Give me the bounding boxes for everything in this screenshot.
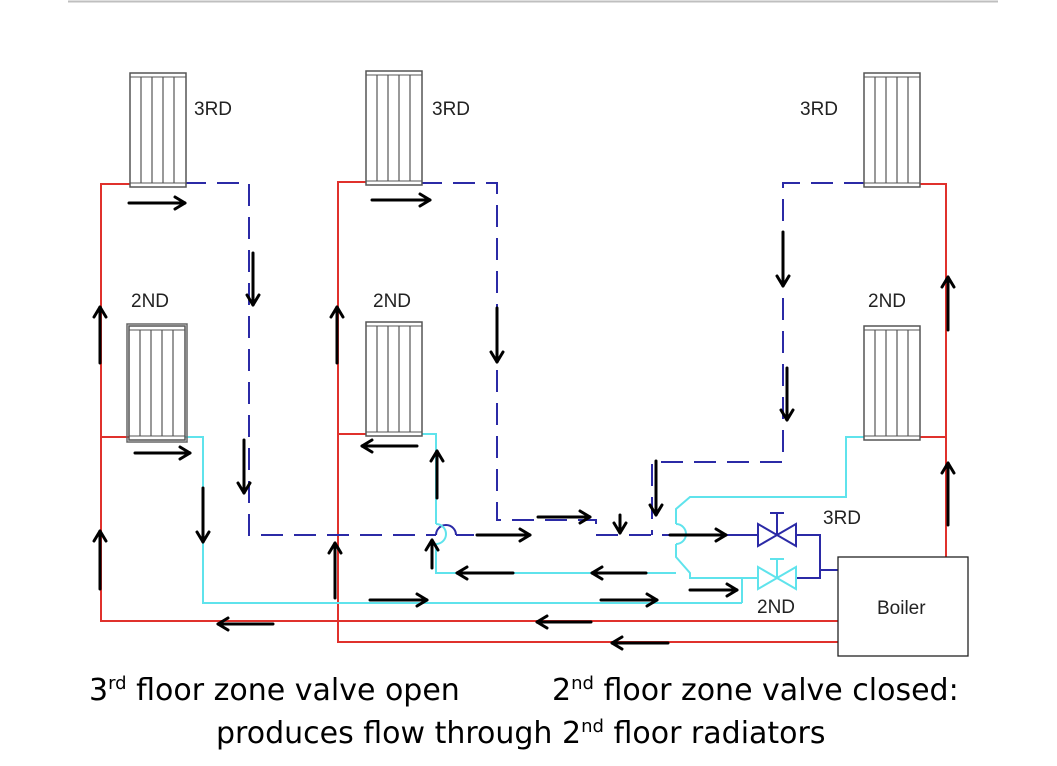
flow-arrow-head [612, 521, 628, 535]
radiator-2nd-left-highlight [126, 323, 188, 443]
flow-arrow-head [645, 592, 659, 608]
zone-valve-3rd [757, 512, 797, 548]
label-valve-3rd: 3RD [823, 508, 861, 529]
caption-third-floor-valve-open: 3rd floor zone valve open [89, 673, 460, 708]
supply-pipes [100, 181, 947, 643]
flow-arrow-head [455, 565, 469, 581]
label-2nd-middle: 2ND [373, 291, 411, 312]
flow-arrow-head [327, 541, 343, 555]
label-2nd-right: 2ND [868, 291, 906, 312]
radiator-2nd-left [128, 325, 186, 441]
label-3rd-middle: 3RD [432, 99, 470, 120]
flow-arrow-head [236, 481, 252, 495]
flow-arrow-head [779, 408, 795, 422]
flow-arrow-head [424, 538, 440, 552]
third-floor-return-pipes [184, 182, 866, 536]
label-2nd-left: 2ND [131, 291, 169, 312]
flow-arrow-head [610, 635, 624, 651]
flow-arrow-head [216, 616, 230, 632]
radiator-3rd-right [863, 72, 921, 188]
caption-second-floor-valve-closed: 2nd floor zone valve closed: [552, 673, 959, 708]
flow-arrow-head [429, 449, 445, 463]
radiator-2nd-right [863, 325, 921, 441]
label-valve-2nd: 2ND [757, 597, 795, 618]
caption-flow-through-second-floor: produces flow through 2nd floor radiator… [216, 716, 826, 751]
label-3rd-right: 3RD [800, 99, 838, 120]
flow-arrow-head [535, 614, 549, 630]
boiler-box [837, 556, 969, 657]
flow-arrow-head [714, 527, 728, 543]
flow-arrow-head [92, 305, 108, 319]
flow-arrow-head [329, 305, 345, 319]
flow-arrows [92, 192, 956, 651]
flow-arrow-head [940, 461, 956, 475]
radiator-3rd-middle [365, 70, 423, 186]
flow-arrow-head [173, 195, 187, 211]
flow-arrow-head [418, 192, 432, 208]
radiator-2nd-middle [365, 321, 423, 437]
radiator-3rd-left [129, 72, 187, 188]
flow-arrow-head [578, 509, 592, 525]
label-boiler: Boiler [877, 598, 926, 619]
flow-arrow-head [195, 530, 211, 544]
label-3rd-left: 3RD [194, 99, 232, 120]
flow-arrow-head [775, 274, 791, 288]
flow-arrow-head [518, 527, 532, 543]
flow-arrow-head [415, 592, 429, 608]
zone-valve-2nd [757, 558, 797, 591]
flow-arrow-head [590, 565, 604, 581]
flow-arrow-head [648, 503, 664, 517]
flow-arrow-head [940, 275, 956, 289]
flow-arrow-head [360, 438, 374, 454]
flow-arrow-head [92, 529, 108, 543]
flow-arrow-head [489, 350, 505, 364]
flow-arrow-head [245, 293, 261, 307]
flow-arrow-head [725, 582, 739, 598]
flow-arrow-head [178, 445, 192, 461]
